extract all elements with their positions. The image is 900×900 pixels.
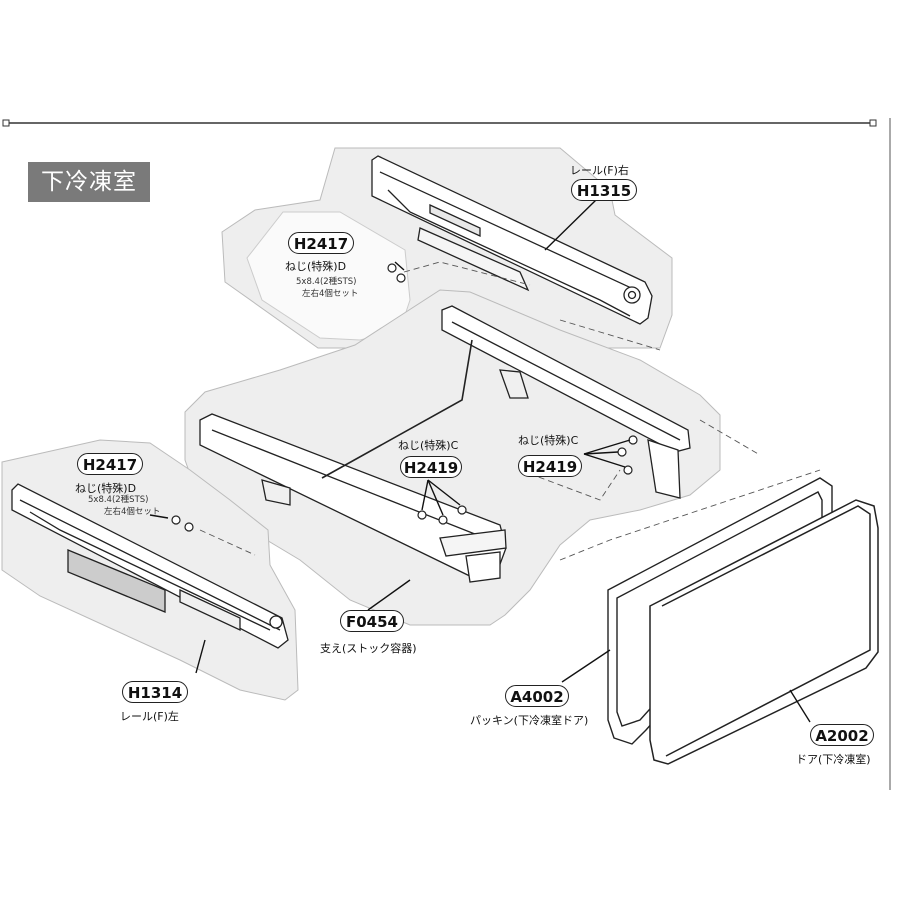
top-rule bbox=[2, 119, 877, 127]
screw-d-left-code[interactable]: H2417 bbox=[77, 453, 143, 475]
rail-left-code[interactable]: H1314 bbox=[122, 681, 188, 703]
assembly-lines bbox=[199, 261, 821, 561]
screw-c-right-name: ねじ(特殊)C bbox=[518, 434, 579, 447]
screw-c-right-code[interactable]: H2419 bbox=[518, 455, 582, 477]
rail-left-drawing bbox=[11, 483, 289, 649]
screw-d-left-spec2: 左右4個セット bbox=[104, 507, 161, 517]
screw-d-top-code[interactable]: H2417 bbox=[288, 232, 354, 254]
rail-right-code[interactable]: H1315 bbox=[571, 179, 637, 201]
door-name: ドア(下冷凍室) bbox=[796, 753, 871, 766]
rail-left-name: レール(F)左 bbox=[120, 710, 179, 723]
region-rail-right bbox=[221, 147, 673, 361]
screw-d-top-name: ねじ(特殊)D bbox=[285, 260, 347, 273]
screw-c-mid-name: ねじ(特殊)C bbox=[398, 439, 459, 452]
door-drawing bbox=[649, 499, 879, 765]
support-frame-drawing bbox=[199, 305, 691, 583]
support-name: 支え(ストック容器) bbox=[320, 642, 417, 655]
screw-d-left-spec1: 5x8.4(2種STS) bbox=[88, 495, 149, 505]
screw-c-mid-code[interactable]: H2419 bbox=[400, 456, 462, 478]
screws-mid bbox=[417, 505, 467, 525]
screw-d-left-name: ねじ(特殊)D bbox=[75, 482, 137, 495]
door-code[interactable]: A2002 bbox=[810, 724, 874, 746]
rail-right-name: レール(F)右 bbox=[570, 164, 629, 177]
screw-d-top-spec2: 左右4個セット bbox=[302, 289, 359, 299]
screws-top bbox=[387, 263, 406, 283]
gasket-name: パッキン(下冷凍室ドア) bbox=[470, 714, 589, 727]
section-title: 下冷凍室 bbox=[28, 162, 150, 202]
support-code[interactable]: F0454 bbox=[340, 610, 404, 632]
rail-right-drawing bbox=[371, 155, 653, 325]
screw-d-top-spec1: 5x8.4(2種STS) bbox=[296, 277, 357, 287]
screws-left bbox=[171, 515, 194, 532]
gasket-code[interactable]: A4002 bbox=[505, 685, 569, 707]
leader-lines bbox=[149, 199, 811, 723]
